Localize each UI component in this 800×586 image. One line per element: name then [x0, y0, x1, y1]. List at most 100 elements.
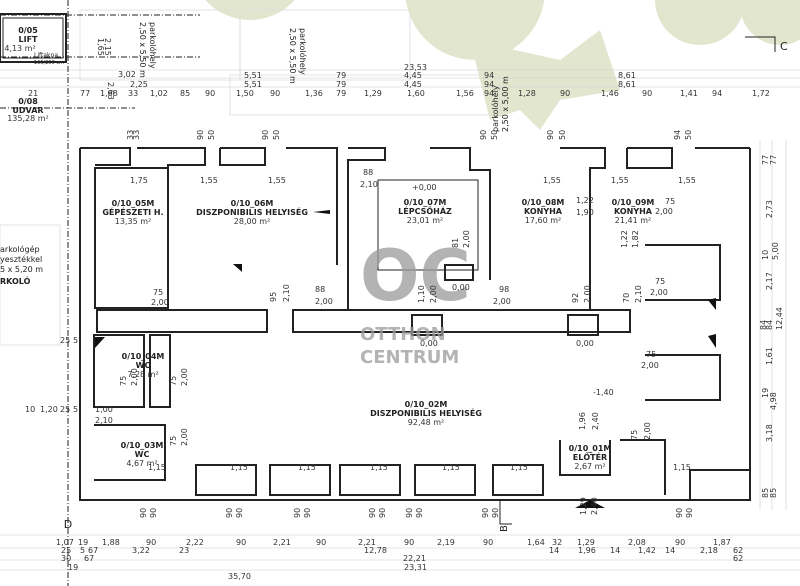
dimension-label: 10	[25, 405, 35, 414]
dimension-label: 2,18	[700, 546, 718, 555]
dimension-label: 2,00	[583, 285, 592, 303]
room-gepeszeti: 0/10_05M GÉPÉSZETI H. 13,35 m²	[102, 199, 163, 226]
dimension-label: 50	[490, 130, 499, 140]
svg-text:LIFT: LIFT	[19, 35, 39, 44]
watermark-line1: OTTHON	[360, 324, 446, 345]
svg-text:ELŐTÉR: ELŐTÉR	[573, 451, 607, 462]
dimension-label: 5,51	[244, 80, 262, 89]
dimension-label: 90	[196, 130, 205, 140]
tree-canopy	[205, 0, 800, 130]
dimension-label: 62	[733, 546, 743, 555]
dimension-label: 2,21	[273, 538, 291, 547]
dimension-label: 85	[769, 488, 778, 498]
svg-text:C: C	[780, 40, 788, 53]
dimension-label: 1,15	[298, 463, 316, 472]
section-marker-c: C	[745, 36, 788, 53]
dimension-label: 2,00	[130, 368, 139, 386]
dimension-label: 3,22	[132, 546, 150, 555]
dimension-label: 62	[733, 554, 743, 563]
room-konyha-08: 0/10_08M KONYHA 17,60 m²	[522, 198, 565, 225]
dimension-label: 90	[479, 130, 488, 140]
dimension-label: 1,22	[620, 230, 629, 248]
dimension-label: 1,55	[268, 176, 286, 185]
dimension-label: 2,00	[462, 230, 471, 248]
dimension-label: 79	[336, 80, 346, 89]
dimension-label: 90	[481, 508, 490, 518]
dimension-label: 1,82	[631, 230, 640, 248]
dimension-label: 85	[180, 89, 190, 98]
room-diszponibilis-06: 0/10_06M DISZPONIBILIS HELYISÉG 28,00 m²	[196, 199, 308, 226]
dimension-label: 1,55	[543, 176, 561, 185]
dimension-label: 90	[415, 508, 424, 518]
dimension-label: 25	[60, 405, 70, 414]
dimension-label: 1,00	[95, 405, 113, 414]
svg-text:0/10_08M: 0/10_08M	[522, 198, 565, 207]
svg-text:KONYHA: KONYHA	[614, 207, 653, 216]
dimension-label: 88	[363, 168, 373, 177]
dimension-label: 30	[61, 554, 71, 563]
dimension-label: 2,22	[186, 538, 204, 547]
dimension-label: 1,96	[578, 546, 596, 555]
dimension-label: 70	[622, 293, 631, 303]
dimension-label: 1,64	[527, 538, 545, 547]
dimension-label: 2,73	[765, 200, 774, 218]
svg-text:13,35 m²: 13,35 m²	[115, 217, 151, 226]
dimension-label: 90	[235, 508, 244, 518]
dimension-label: 98	[499, 285, 509, 294]
dimension-label: 84	[765, 320, 774, 330]
svg-text:yesztékkel: yesztékkel	[0, 254, 42, 264]
dimension-label: 23,53	[404, 63, 427, 72]
dimension-label: 5,00	[771, 242, 780, 260]
dimension-label: 2,19	[437, 538, 455, 547]
svg-text:17,60 m²: 17,60 m²	[525, 216, 561, 225]
dimension-label: 1,15	[673, 463, 691, 472]
dimension-label: 3,18	[765, 424, 774, 442]
dimension-label: 2,25	[130, 80, 148, 89]
svg-text:23,01 m²: 23,01 m²	[407, 216, 443, 225]
dimension-label: 2,00	[180, 368, 189, 386]
room-lift: 0/05 LIFT 4,13 m² Liftakna 165/250 cm	[4, 26, 64, 66]
dimension-label: 1,90	[576, 208, 594, 217]
svg-text:2,67 m²: 2,67 m²	[574, 462, 605, 471]
dimension-label: 75	[630, 430, 639, 440]
dimension-label: 1,29	[577, 538, 595, 547]
dimension-label: 94	[484, 80, 494, 89]
dimension-label: 1,61	[765, 347, 774, 365]
dimension-label: 1,42	[638, 546, 656, 555]
dimension-label: 67	[88, 546, 98, 555]
room-konyha-09: 0/10_09M KONYHA 21,41 m²	[612, 198, 655, 225]
watermark-logo: OC OTTHON CENTRUM	[360, 235, 471, 368]
lift-shaft	[0, 13, 67, 63]
dimension-label: 90	[483, 538, 493, 547]
dimension-label: 12,78	[364, 546, 387, 555]
svg-text:-1,40: -1,40	[593, 388, 614, 397]
axis-lines	[0, 0, 200, 586]
dimension-label: 1,15	[148, 463, 166, 472]
dimension-label: 25	[61, 546, 71, 555]
dimension-label: 90	[405, 508, 414, 518]
dimension-label: 1,15	[510, 463, 528, 472]
dimension-label: 1,15	[370, 463, 388, 472]
dimension-label: 1,29	[364, 89, 382, 98]
dimension-label: 1,87	[713, 538, 731, 547]
dimension-label: 90	[560, 89, 570, 98]
dimension-label: 90	[491, 508, 500, 518]
svg-text:0/10_03M: 0/10_03M	[121, 441, 164, 450]
dimension-label: 2,00	[643, 422, 652, 440]
dimension-label: 1,75	[130, 176, 148, 185]
dimension-label: 1,72	[752, 89, 770, 98]
dimension-label: 10	[761, 250, 770, 260]
dimension-label: 1,50	[236, 89, 254, 98]
svg-text:4,67 m²: 4,67 m²	[126, 459, 157, 468]
dimension-label: 3,02	[118, 70, 136, 79]
dimension-label: 14	[665, 546, 675, 555]
dimension-label: 75	[665, 197, 675, 206]
svg-text:2,50 x 5,00 m: 2,50 x 5,00 m	[501, 76, 510, 132]
dimension-label: 75	[119, 376, 128, 386]
dimension-label: 2,10	[95, 416, 113, 425]
dimension-label: 8,61	[618, 71, 636, 80]
svg-text:KONYHA: KONYHA	[524, 207, 563, 216]
dimension-label: 19	[761, 388, 770, 398]
dimension-label: 2,00	[315, 297, 333, 306]
